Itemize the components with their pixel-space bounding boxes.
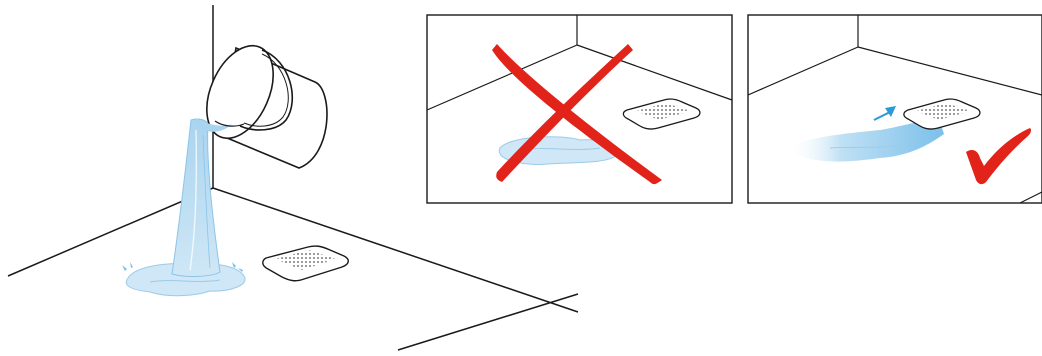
red-check-icon — [966, 128, 1032, 185]
blue-arrow-icon — [873, 106, 896, 121]
water-flow-correct — [786, 120, 944, 162]
red-cross-icon — [492, 44, 662, 185]
floor-drain-icon — [262, 245, 349, 282]
splash-drops — [122, 262, 243, 272]
main-scene — [7, 5, 579, 351]
floor-drain-icon — [622, 98, 701, 130]
panel-correct — [747, 14, 1042, 204]
panel-incorrect — [426, 14, 733, 204]
floor-drain-icon — [903, 98, 981, 130]
bucket-pouring-water-icon — [196, 44, 328, 169]
